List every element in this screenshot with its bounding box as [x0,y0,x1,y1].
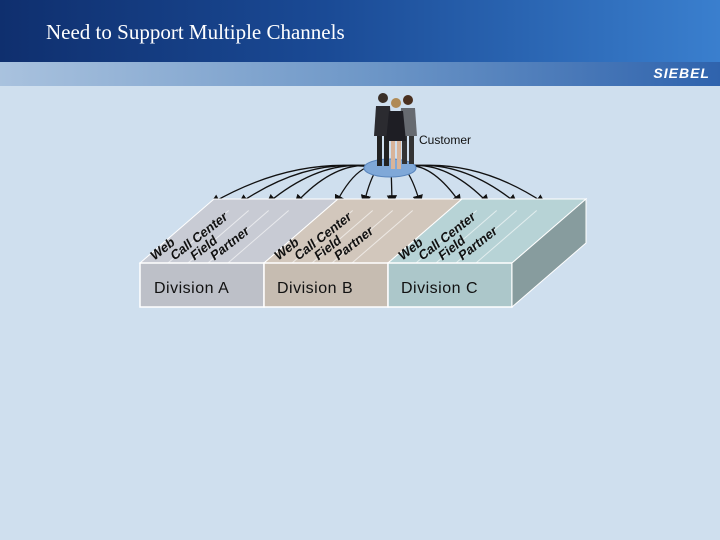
title-bar [0,0,720,62]
slide-title: Need to Support Multiple Channels [46,20,345,44]
accent-bar [0,62,720,86]
customer-platform [363,158,417,178]
division-c-label: Division C [401,280,479,297]
customer-people-icon [374,93,417,169]
siebel-logo: SIEBEL [653,65,710,81]
division-a-label: Division A [154,280,230,297]
division-b-label: Division B [277,280,354,297]
customer-label: Customer [419,133,472,147]
